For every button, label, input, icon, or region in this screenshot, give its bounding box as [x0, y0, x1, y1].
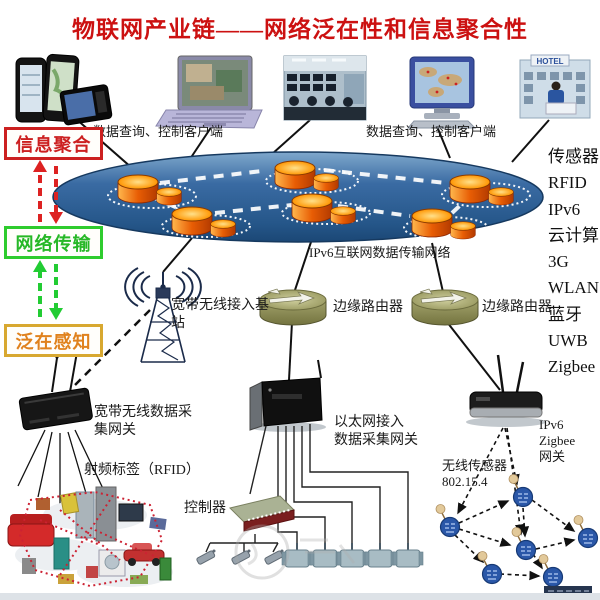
edge-router-left-label: 边缘路由器	[333, 300, 403, 315]
edge-router-right-label: 边缘路由器	[482, 300, 552, 315]
hotel-icon: HOTEL	[519, 54, 591, 119]
page-title: 物联网产业链——网络泛在性和信息聚合性	[72, 17, 528, 42]
client-label-right: 数据查询、控制客户端	[366, 124, 497, 139]
rfid-items-cluster	[7, 486, 173, 588]
client-label-left: 数据查询、控制客户端	[93, 124, 224, 139]
base-station-label: 宽带无线接入基站	[171, 298, 269, 331]
laptop-icon	[155, 55, 263, 129]
ubiquitous-perception-box: 泛在感知	[4, 324, 103, 357]
ethernet-gateway-label: 以太网接入 数据采集网关	[334, 415, 418, 448]
info-aggregation-box: 信息聚合	[4, 127, 103, 160]
cloud-label: IPv6互联网数据传输网络	[309, 245, 451, 260]
network-transmission-box: 网络传输	[4, 226, 103, 259]
tech-item: 传感器	[548, 147, 599, 166]
hotel-sign-text: HOTEL	[536, 57, 563, 66]
rfid-label: 射频标签（RFID）	[84, 463, 200, 478]
wireless-gateway-label: 宽带无线数据采集网关	[94, 405, 192, 438]
cloud-ellipse	[52, 151, 544, 243]
tech-item: 云计算	[548, 225, 599, 245]
wireless-link-line	[69, 309, 151, 391]
ethernet-gateway-icon	[249, 359, 326, 432]
uplink-lines	[74, 117, 550, 391]
tech-item: WLAN	[548, 278, 599, 298]
ethernet-wiring	[205, 424, 409, 553]
control-room-image	[283, 55, 367, 121]
tech-item: 蓝牙	[548, 304, 582, 324]
watermark	[234, 524, 356, 580]
rfid-dotted-links	[18, 490, 164, 588]
base-station-icon	[124, 267, 202, 363]
wireless-gateway-icon	[18, 349, 93, 431]
technology-list: 传感器 RFID IPv6 云计算 3G WLAN 蓝牙 UWB Zigbee	[548, 144, 600, 381]
tech-item: RFID	[548, 173, 587, 193]
controller-label: 控制器	[184, 501, 226, 516]
zigbee-gateway-label: IPv6 Zigbee 网关	[539, 417, 576, 464]
wsn-node-icons	[435, 473, 599, 588]
tech-item: IPv6	[548, 199, 581, 219]
zigbee-gateway-icon	[466, 354, 546, 427]
corner-stamp	[544, 586, 592, 597]
tech-item: 3G	[548, 252, 569, 272]
wsn-label: 无线传感器 802.15.4	[442, 458, 508, 489]
bottom-strip	[0, 593, 600, 600]
smartphones-icon	[15, 53, 113, 126]
layer-arrows	[33, 160, 63, 320]
tech-item: UWB	[548, 331, 588, 351]
tech-item: Zigbee	[548, 357, 596, 377]
edge-router-right-icon	[411, 288, 479, 326]
monitor-icon	[406, 56, 477, 129]
controller-icon	[229, 495, 295, 532]
